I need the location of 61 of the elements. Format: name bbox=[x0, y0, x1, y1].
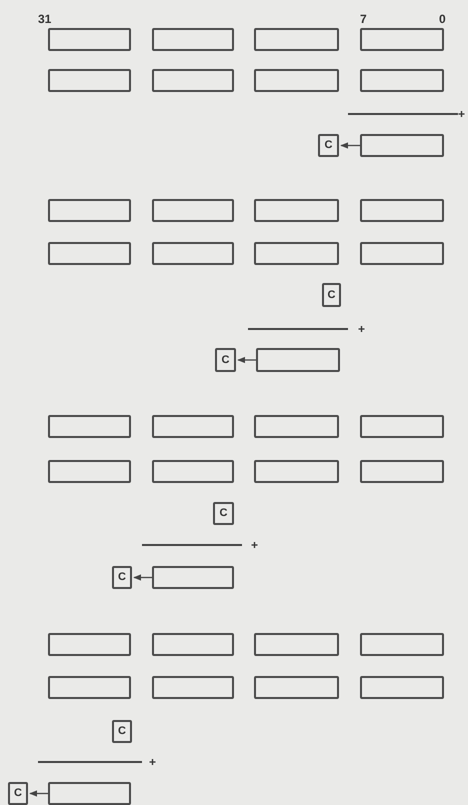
register-box bbox=[152, 460, 234, 483]
register-box bbox=[48, 782, 131, 805]
register-box bbox=[48, 460, 131, 483]
register-box bbox=[254, 676, 339, 699]
register-box bbox=[48, 242, 131, 265]
carry-flag-label: C bbox=[328, 290, 336, 300]
register-box bbox=[360, 633, 444, 656]
carry-flag-label: C bbox=[14, 788, 22, 799]
register-box bbox=[152, 633, 234, 656]
register-box bbox=[254, 69, 339, 92]
register-box bbox=[48, 69, 131, 92]
carry-flag-box bbox=[8, 782, 28, 805]
arrow bbox=[133, 574, 152, 581]
register-box bbox=[152, 28, 234, 51]
register-box bbox=[48, 199, 131, 222]
arrow bbox=[237, 356, 256, 364]
register-box bbox=[152, 566, 234, 589]
register-box bbox=[256, 348, 340, 372]
register-box bbox=[254, 460, 339, 483]
carry-flag-box bbox=[215, 348, 236, 372]
register-box bbox=[152, 415, 234, 438]
carry-flag-label: C bbox=[222, 354, 230, 366]
register-box bbox=[254, 28, 339, 51]
carry-flag-box bbox=[112, 720, 132, 743]
carry-flag-box bbox=[318, 134, 339, 157]
register-box bbox=[48, 415, 131, 438]
arrow bbox=[29, 790, 48, 797]
register-box bbox=[360, 28, 444, 51]
plus-sign: + bbox=[251, 539, 258, 551]
carry-flag-box bbox=[322, 283, 341, 307]
carry-flag-box bbox=[112, 566, 132, 589]
register-box bbox=[48, 28, 131, 51]
plus-sign: + bbox=[149, 756, 156, 768]
arrow bbox=[340, 142, 360, 149]
carry-flag-label: C bbox=[324, 140, 332, 151]
register-box bbox=[360, 199, 444, 222]
bit-position-label: 7 bbox=[360, 13, 367, 25]
plus-sign: + bbox=[458, 108, 466, 120]
carry-flag-box bbox=[213, 502, 234, 525]
register-box bbox=[360, 242, 444, 265]
register-box bbox=[152, 199, 234, 222]
register-box bbox=[48, 676, 131, 699]
register-box bbox=[152, 676, 234, 699]
bit-position-label: 31 bbox=[38, 13, 52, 25]
register-box bbox=[360, 676, 444, 699]
register-box bbox=[254, 242, 339, 265]
register-box bbox=[360, 460, 444, 483]
register-box bbox=[254, 415, 339, 438]
bit-position-label: 0 bbox=[439, 13, 446, 25]
register-box bbox=[254, 199, 339, 222]
register-box bbox=[360, 415, 444, 438]
carry-flag-label: C bbox=[118, 726, 126, 737]
plus-sign: + bbox=[358, 323, 366, 335]
register-box bbox=[360, 69, 444, 92]
register-box bbox=[152, 69, 234, 92]
register-box bbox=[48, 633, 131, 656]
register-box bbox=[254, 633, 339, 656]
register-box bbox=[152, 242, 234, 265]
carry-flag-label: C bbox=[220, 508, 228, 519]
register-box bbox=[360, 134, 444, 157]
carry-flag-label: C bbox=[118, 572, 126, 583]
